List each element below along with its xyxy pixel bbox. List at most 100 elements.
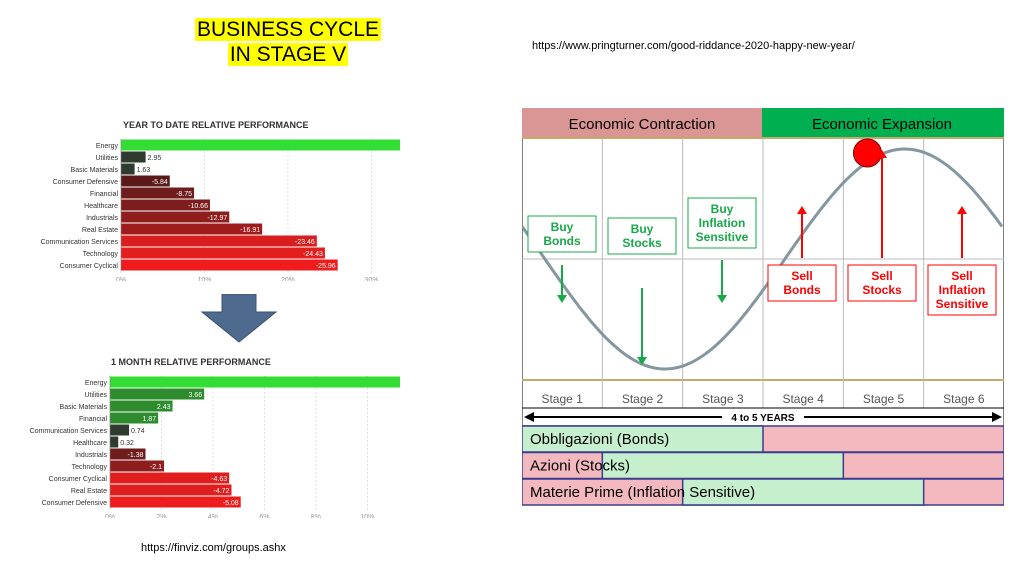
sell-label: Inflation bbox=[939, 283, 986, 297]
category-label: Technology bbox=[83, 251, 119, 258]
category-label: Basic Materials bbox=[71, 167, 119, 174]
category-label: Consumer Defensive bbox=[53, 179, 118, 186]
value-label: -4.72 bbox=[213, 488, 229, 495]
value-label: 0.74 bbox=[131, 428, 145, 435]
value-label: 1.87 bbox=[142, 416, 156, 423]
tick-label: 20% bbox=[281, 277, 295, 281]
sell-box bbox=[847, 264, 917, 302]
duration-arrow-left bbox=[524, 412, 534, 422]
bar bbox=[121, 151, 146, 163]
bar bbox=[121, 175, 170, 187]
buy-arrowhead bbox=[717, 295, 727, 303]
category-label: Utilities bbox=[84, 392, 107, 399]
bar bbox=[110, 448, 146, 460]
buy-box bbox=[607, 217, 677, 255]
sell-label: Sell bbox=[791, 269, 812, 283]
sell-label: Sensitive bbox=[936, 297, 989, 311]
bar bbox=[110, 424, 130, 436]
category-label: Communication Services bbox=[41, 239, 119, 246]
cycle-curve bbox=[522, 147, 1004, 371]
buy-label: Sensitive bbox=[696, 230, 749, 244]
value-label: 3.66 bbox=[189, 392, 203, 399]
category-label: Utilities bbox=[95, 155, 118, 162]
value-label: -2.1 bbox=[150, 464, 162, 471]
source-url-bottom[interactable]: https://finviz.com/groups.ashx bbox=[141, 542, 286, 554]
sell-box bbox=[767, 264, 837, 302]
stage-label: Stage 4 bbox=[782, 392, 824, 406]
buy-arrowhead bbox=[637, 357, 647, 365]
asset-green-span bbox=[601, 451, 845, 480]
value-label: -12.97 bbox=[207, 215, 227, 222]
bar bbox=[121, 235, 317, 247]
buy-arrowhead bbox=[557, 295, 567, 303]
chart-title-ytd: YEAR TO DATE RELATIVE PERFORMANCE bbox=[123, 120, 309, 130]
title-line-1: BUSINESS CYCLE bbox=[194, 18, 382, 41]
stage-label: Stage 5 bbox=[863, 392, 905, 406]
tick-label: 8% bbox=[311, 514, 321, 518]
buy-box bbox=[687, 197, 757, 249]
bar bbox=[121, 187, 195, 199]
buy-label: Buy bbox=[631, 222, 654, 236]
buy-label: Buy bbox=[711, 202, 734, 216]
category-label: Financial bbox=[79, 416, 107, 423]
duration-label: 4 to 5 YEARS bbox=[731, 413, 794, 424]
bar bbox=[121, 139, 400, 151]
sell-label: Stocks bbox=[862, 283, 902, 297]
tick-label: 10% bbox=[360, 514, 374, 518]
sell-arrowhead bbox=[957, 206, 967, 214]
bar bbox=[121, 163, 135, 175]
tick-label: 30% bbox=[364, 277, 378, 281]
sell-arrowhead bbox=[797, 206, 807, 214]
asset-row-label: Azioni (Stocks) bbox=[530, 458, 630, 475]
ytd-performance-chart: 0%10%20%30%40%Energy45.46Utilities2.95Ba… bbox=[41, 139, 400, 281]
asset-row-label: Obbligazioni (Bonds) bbox=[530, 431, 669, 448]
bar bbox=[110, 436, 119, 448]
value-label: -8.75 bbox=[176, 191, 192, 198]
tick-label: 0% bbox=[116, 277, 126, 281]
buy-label: Stocks bbox=[622, 236, 662, 250]
value-label: -16.91 bbox=[240, 227, 260, 234]
stage-label: Stage 1 bbox=[541, 392, 583, 406]
sell-label: Sell bbox=[871, 269, 892, 283]
bar bbox=[110, 472, 230, 484]
category-label: Technology bbox=[72, 464, 108, 471]
contraction-banner bbox=[522, 108, 762, 137]
bar bbox=[121, 223, 263, 235]
buy-label: Inflation bbox=[699, 216, 746, 230]
duration-arrow-right bbox=[992, 412, 1002, 422]
tick-label: 10% bbox=[197, 277, 211, 281]
category-label: Healthcare bbox=[73, 440, 107, 447]
source-url-top[interactable]: https://www.pringturner.com/good-riddanc… bbox=[532, 40, 855, 52]
title-line-2: IN STAGE V bbox=[227, 43, 349, 66]
category-label: Industrials bbox=[75, 452, 107, 459]
bar bbox=[110, 400, 173, 412]
category-label: Communication Services bbox=[30, 428, 108, 435]
sell-box bbox=[927, 264, 997, 316]
bar bbox=[121, 259, 338, 271]
value-label: -5.08 bbox=[223, 500, 239, 507]
value-label: -1.38 bbox=[128, 452, 144, 459]
tick-label: 4% bbox=[208, 514, 218, 518]
tick-label: 0% bbox=[105, 514, 115, 518]
expansion-label: Economic Expansion bbox=[812, 116, 952, 133]
buy-label: Buy bbox=[551, 220, 574, 234]
bar bbox=[110, 496, 241, 508]
value-label: -5.84 bbox=[152, 179, 168, 186]
stage-label: Stage 3 bbox=[702, 392, 744, 406]
sell-label: Sell bbox=[951, 269, 972, 283]
value-label: 2.43 bbox=[157, 404, 171, 411]
value-label: 1.63 bbox=[137, 167, 151, 174]
value-label: -4.63 bbox=[211, 476, 227, 483]
stage-label: Stage 6 bbox=[943, 392, 985, 406]
asset-green-span bbox=[681, 478, 925, 506]
contraction-label: Economic Contraction bbox=[569, 116, 716, 133]
down-arrow bbox=[200, 294, 278, 343]
page-title: BUSINESS CYCLE IN STAGE V bbox=[192, 17, 384, 67]
category-label: Consumer Cyclical bbox=[49, 476, 108, 483]
value-label: -24.43 bbox=[303, 251, 323, 258]
bar bbox=[121, 247, 325, 259]
category-label: Consumer Defensive bbox=[42, 500, 107, 507]
sell-label: Bonds bbox=[783, 283, 821, 297]
value-label: 2.95 bbox=[148, 155, 162, 162]
bar bbox=[110, 460, 165, 472]
